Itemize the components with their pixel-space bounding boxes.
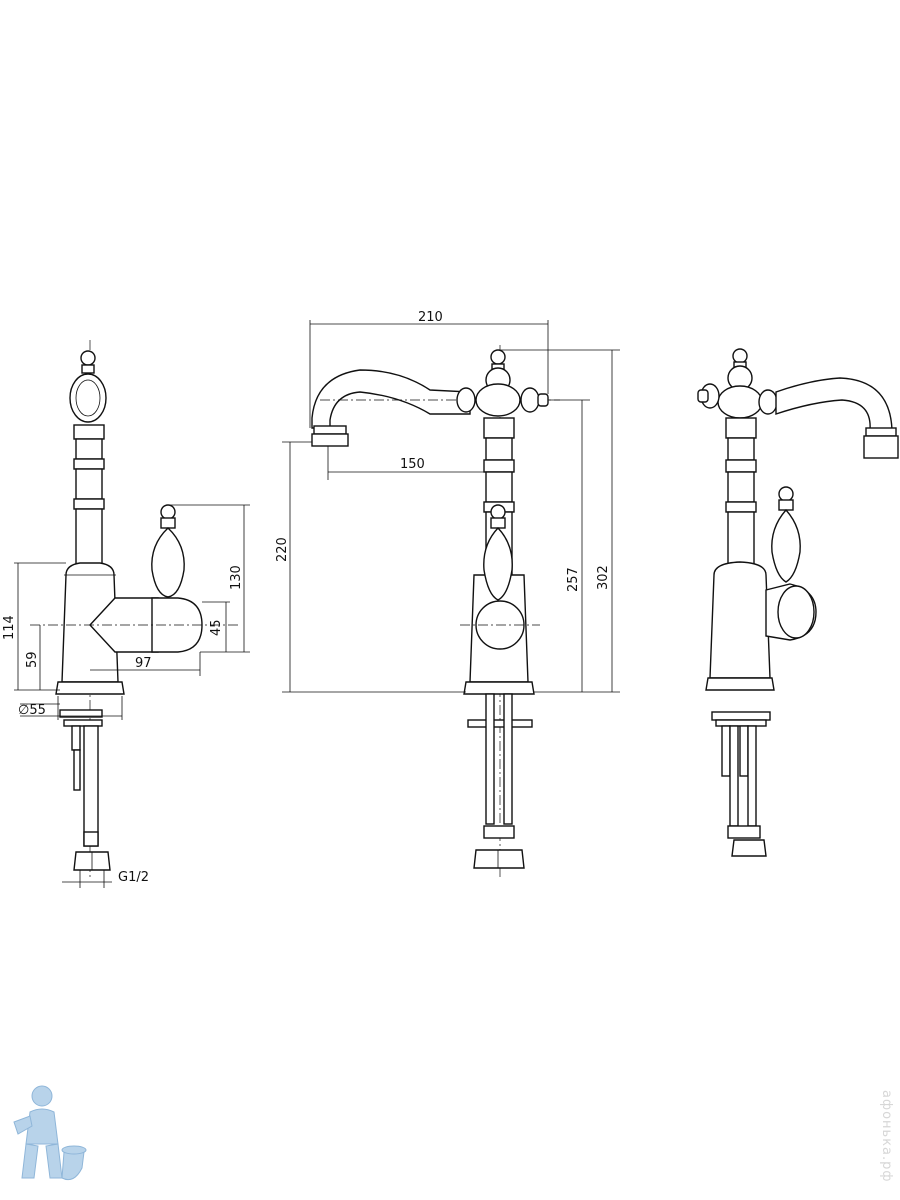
watermark-site-text: афонька.рф bbox=[879, 1090, 894, 1183]
dim-150-label: 150 bbox=[400, 457, 425, 472]
perspective-view bbox=[697, 348, 899, 857]
dim-257-label: 257 bbox=[566, 567, 581, 592]
front-view: 210 150 220 257 302 bbox=[275, 310, 620, 880]
dim-59-label: 59 bbox=[25, 651, 40, 668]
plumber-logo-icon bbox=[13, 1085, 87, 1181]
dim-210-label: 210 bbox=[418, 310, 443, 325]
dim-97-label: 97 bbox=[135, 656, 152, 671]
dim-114-label: 114 bbox=[2, 615, 17, 640]
dim-55-label: ∅55 bbox=[18, 703, 46, 718]
dim-g12-label: G1/2 bbox=[118, 870, 149, 885]
side-view: 114 59 ∅55 97 130 45 G1/2 bbox=[2, 340, 250, 888]
dim-302-label: 302 bbox=[596, 565, 611, 590]
dim-45-label: 45 bbox=[209, 619, 224, 636]
dim-220-label: 220 bbox=[275, 537, 290, 562]
dim-130-label: 130 bbox=[229, 565, 244, 590]
